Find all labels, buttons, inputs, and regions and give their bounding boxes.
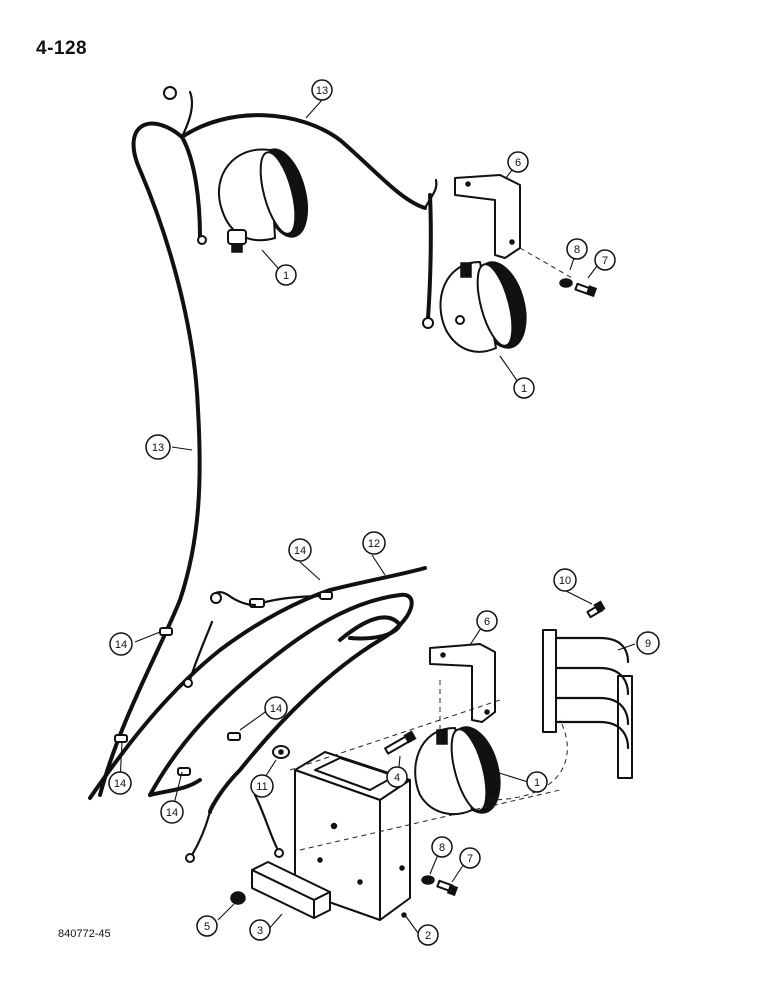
svg-text:8: 8 (574, 244, 580, 256)
svg-text:6: 6 (484, 616, 490, 628)
callout-9: 9 (636, 631, 660, 655)
callout-7-top: 7 (594, 249, 616, 271)
nut-5 (230, 891, 246, 905)
svg-text:2: 2 (425, 930, 431, 942)
work-lamp-lower (414, 726, 501, 816)
callout-14-left: 14 (109, 632, 133, 656)
figure-code: 840772-45 (58, 928, 111, 940)
callout-14-top: 14 (288, 538, 312, 562)
svg-text:6: 6 (515, 157, 521, 169)
callout-11: 11 (250, 774, 274, 798)
callout-13-top: 13 (311, 79, 333, 101)
callout-8-lower: 8 (431, 836, 453, 858)
nut-11 (272, 745, 290, 759)
svg-text:14: 14 (166, 807, 178, 819)
work-lamp-upper-left (217, 148, 308, 253)
upper-harness-13 (98, 86, 438, 797)
svg-text:11: 11 (256, 781, 267, 793)
callout-6-lower: 6 (476, 610, 498, 632)
spacer-plate-3 (251, 861, 331, 919)
mounting-bracket-upper (454, 174, 521, 259)
lamp-guard-9 (542, 629, 633, 779)
svg-text:7: 7 (602, 255, 608, 267)
callout-14-mid: 14 (264, 696, 288, 720)
svg-text:9: 9 (645, 638, 651, 650)
bolt-4 (384, 730, 417, 755)
callout-3: 3 (249, 919, 271, 941)
ring-terminal (163, 86, 177, 100)
callout-10: 10 (553, 568, 577, 592)
svg-text:4: 4 (394, 772, 400, 784)
svg-text:1: 1 (521, 383, 527, 395)
svg-text:5: 5 (204, 921, 210, 933)
callout-13-left: 13 (145, 434, 171, 460)
bolt-7-upper (574, 282, 598, 298)
svg-text:1: 1 (534, 777, 540, 789)
callout-12: 12 (362, 531, 386, 555)
callout-5: 5 (196, 915, 218, 937)
base-bracket-2 (294, 751, 411, 921)
callout-1-upper-left: 1 (275, 264, 297, 286)
svg-text:7: 7 (467, 853, 473, 865)
svg-text:14: 14 (115, 639, 127, 651)
mounting-bracket-lower (429, 643, 496, 723)
ring-terminal (197, 235, 207, 245)
callout-4: 4 (386, 766, 408, 788)
bolt-7-lower (436, 879, 459, 897)
lock-nut-8-lower (421, 875, 435, 885)
callout-14-bottom-left: 14 (108, 771, 132, 795)
callout-8-top: 8 (566, 238, 588, 260)
svg-text:12: 12 (368, 538, 380, 550)
callout-6-top: 6 (507, 151, 529, 173)
svg-text:8: 8 (439, 842, 445, 854)
callout-14-bottom: 14 (160, 800, 184, 824)
lock-nut-8-upper (559, 278, 573, 288)
svg-text:1: 1 (283, 270, 289, 282)
svg-text:14: 14 (114, 778, 126, 790)
ring-terminal (422, 317, 434, 329)
svg-text:10: 10 (559, 575, 571, 587)
cable-clips-14 (114, 591, 333, 776)
svg-text:14: 14 (294, 545, 306, 557)
callout-1-lower: 1 (526, 771, 548, 793)
lower-harness-12 (88, 566, 427, 863)
bolt-10 (586, 600, 606, 619)
svg-text:13: 13 (152, 442, 164, 454)
work-lamp-upper-right (439, 261, 527, 353)
callout-1-upper-right: 1 (513, 377, 535, 399)
svg-text:3: 3 (257, 925, 263, 937)
callout-7-lower: 7 (459, 847, 481, 869)
svg-text:14: 14 (270, 703, 282, 715)
page-number: 4-128 (36, 38, 88, 59)
svg-text:13: 13 (316, 85, 328, 97)
callout-2: 2 (417, 924, 439, 946)
